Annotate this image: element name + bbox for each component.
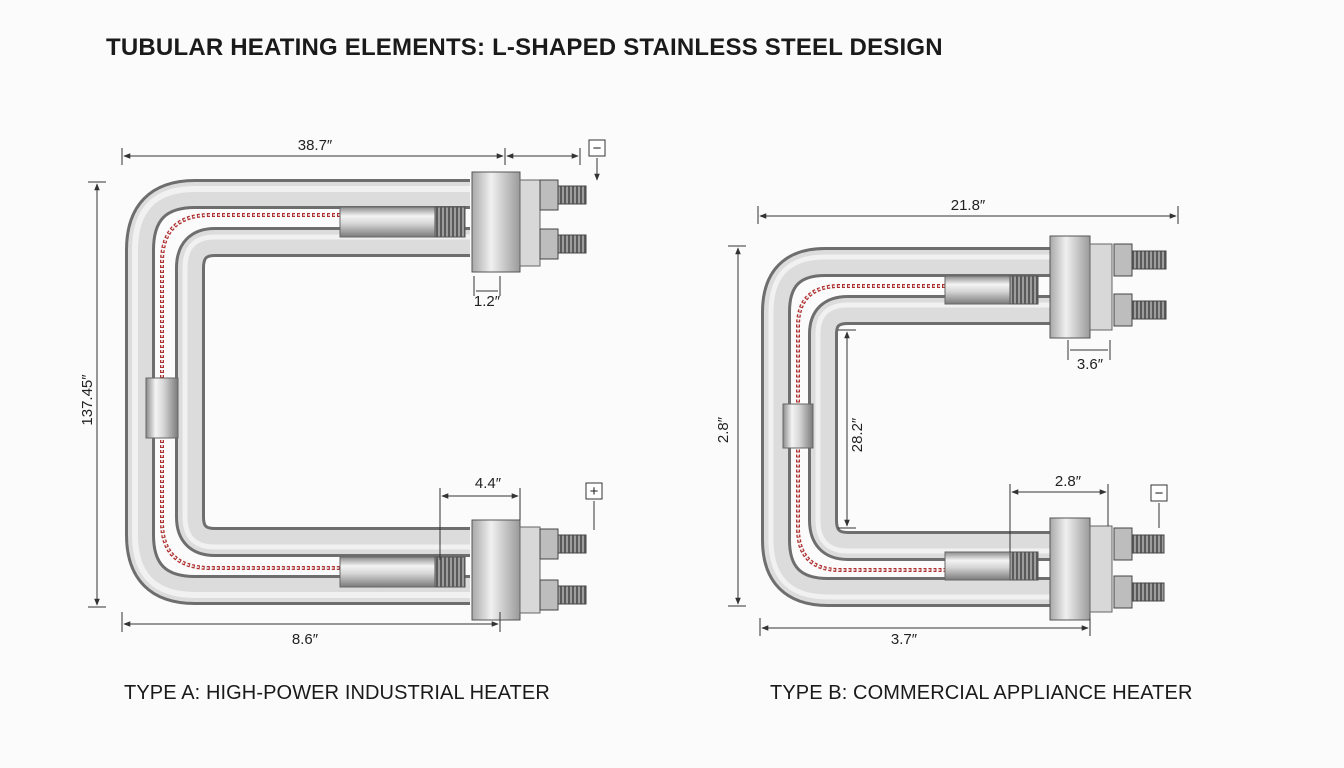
heater-a-dim-leg: 4.4″ [475, 475, 502, 492]
page-title: TUBULAR HEATING ELEMENTS: L-SHAPED STAIN… [106, 34, 943, 61]
heater-b-dim-leg: 2.8″ [1055, 473, 1082, 490]
heater-b-dim-flange: 3.6″ [1077, 356, 1104, 373]
heater-a-terminals [539, 179, 587, 611]
heater-a-bottom-flange [471, 519, 521, 621]
heater-a-coupling-sleeve [145, 377, 179, 439]
heater-b-bottom-flange [1049, 517, 1091, 621]
heater-b-dim-inner-height: 28.2″ [849, 417, 866, 452]
heater-b-dim-top-length: 21.8″ [951, 197, 986, 214]
heater-a-positive-symbol: + [590, 483, 599, 500]
heater-a: − + 38.7″ 1.2″ 137.45″ 4.4″ 8.6″ [79, 137, 606, 648]
heater-b-coupling-sleeve [782, 403, 814, 449]
heater-a-dim-top-length: 38.7″ [298, 137, 333, 154]
heater-a-negative-symbol: − [593, 140, 602, 157]
heater-b: − 21.8″ 3.6″ 2.8″ 28.2″ 2.8″ 3.7″ [715, 197, 1179, 648]
heater-a-caption: TYPE A: HIGH-POWER INDUSTRIAL HEATER [124, 682, 550, 704]
heater-b-negative-symbol: − [1155, 485, 1164, 502]
heater-a-dim-height: 137.45″ [79, 374, 96, 426]
heater-a-dim-flange: 1.2″ [474, 293, 501, 310]
heater-b-dim-bottom-length: 3.7″ [891, 631, 918, 648]
heater-a-dim-bottom-length: 8.6″ [292, 631, 319, 648]
heater-b-dim-height: 2.8″ [715, 416, 732, 443]
heater-b-terminals [1113, 243, 1167, 609]
heater-b-caption: TYPE B: COMMERCIAL APPLIANCE HEATER [770, 682, 1193, 704]
heater-b-top-flange [1049, 235, 1091, 339]
heater-a-inner-tube [175, 227, 470, 557]
heater-a-top-flange [471, 171, 521, 273]
